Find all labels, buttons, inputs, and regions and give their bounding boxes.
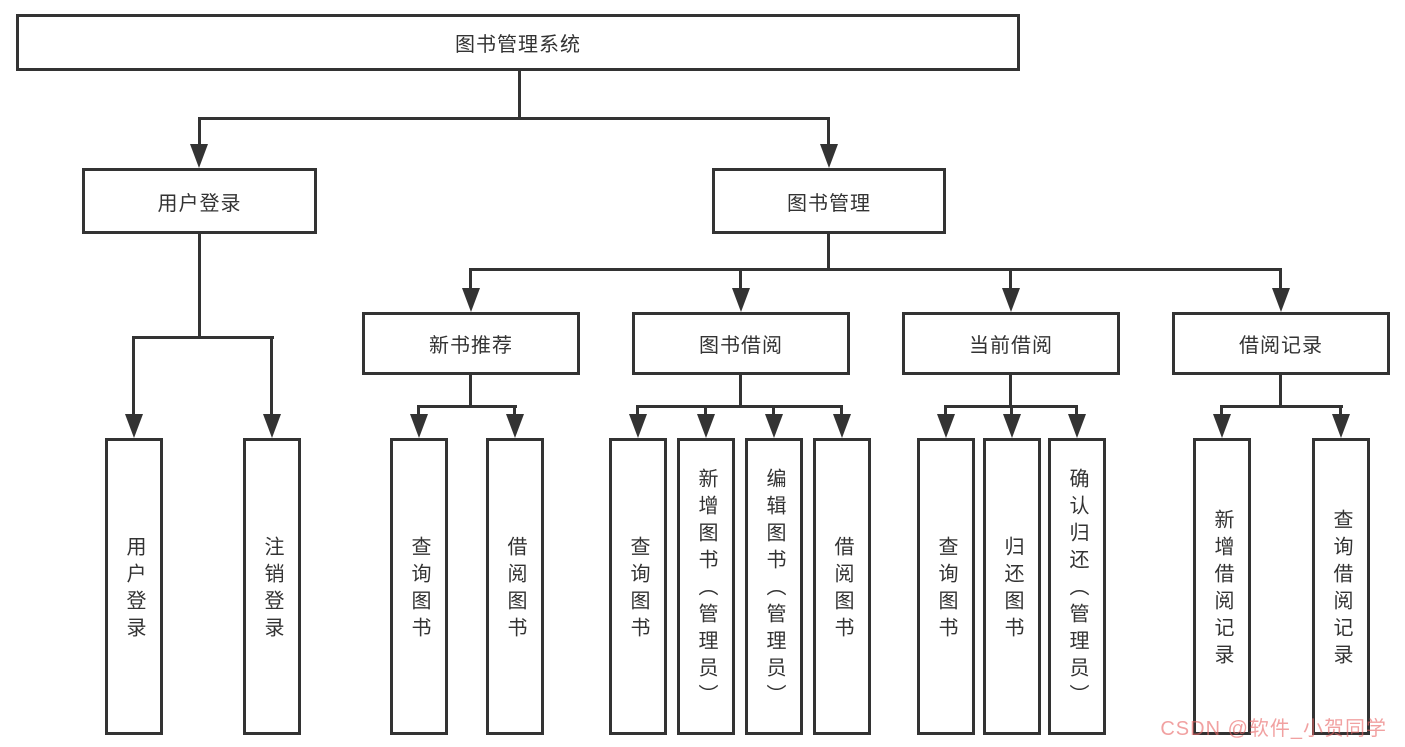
connector-drop-leaf <box>270 336 273 416</box>
csdn-watermark: CSDN @软件_小贺同学 <box>1160 718 1387 740</box>
arrow-down-icon <box>1003 414 1021 438</box>
connector-user-login-stem <box>198 234 201 339</box>
arrow-down-icon <box>506 414 524 438</box>
leaf-query-borrow-record: 查询借阅记录 <box>1312 438 1370 735</box>
connector-current-borrow-stem <box>1009 375 1012 408</box>
node-library-management-system: 图书管理系统 <box>16 14 1020 71</box>
arrow-down-icon <box>765 414 783 438</box>
leaf-add-book-admin: 新增图书（管理员） <box>677 438 735 735</box>
node-user-login: 用户登录 <box>82 168 317 234</box>
leaf-logout-login: 注销登录 <box>243 438 301 735</box>
leaf-add-borrow-record: 新增借阅记录 <box>1193 438 1251 735</box>
connector-drop-new-book <box>469 268 472 290</box>
connector-drop-book-borrow <box>739 268 742 290</box>
leaf-borrow-book: 借阅图书 <box>813 438 871 735</box>
connector-drop-leaf <box>417 405 420 416</box>
node-borrow-record: 借阅记录 <box>1172 312 1390 375</box>
arrow-down-icon <box>833 414 851 438</box>
arrow-down-icon <box>1002 288 1020 312</box>
leaf-borrow-book-recommend: 借阅图书 <box>486 438 544 735</box>
node-book-borrow: 图书借阅 <box>632 312 850 375</box>
connector-book-management-stem <box>827 234 830 271</box>
connector-borrow-record-bus <box>1220 405 1343 408</box>
connector-drop-leaf <box>772 405 775 416</box>
connector-drop-leaf <box>840 405 843 416</box>
node-book-management: 图书管理 <box>712 168 946 234</box>
leaf-return-book: 归还图书 <box>983 438 1041 735</box>
leaf-query-book-current: 查询图书 <box>917 438 975 735</box>
arrow-down-icon <box>697 414 715 438</box>
connector-level3-bus <box>470 268 1281 271</box>
connector-new-book-bus <box>418 405 517 408</box>
connector-borrow-record-stem <box>1279 375 1282 408</box>
arrow-down-icon <box>125 414 143 438</box>
connector-drop-current-borrow <box>1009 268 1012 290</box>
connector-drop-book-management <box>827 117 830 147</box>
connector-drop-leaf <box>704 405 707 416</box>
connector-drop-leaf <box>1220 405 1223 416</box>
node-current-borrow: 当前借阅 <box>902 312 1120 375</box>
connector-user-login-bus <box>132 336 274 339</box>
node-new-book-recommend: 新书推荐 <box>362 312 580 375</box>
arrow-down-icon <box>410 414 428 438</box>
connector-drop-user-login <box>198 117 201 147</box>
arrow-down-icon <box>1068 414 1086 438</box>
connector-book-borrow-stem <box>739 375 742 408</box>
connector-drop-borrow-record <box>1279 268 1282 290</box>
leaf-confirm-return-admin: 确认归还（管理员） <box>1048 438 1106 735</box>
arrow-down-icon <box>937 414 955 438</box>
leaf-edit-book-admin: 编辑图书（管理员） <box>745 438 803 735</box>
connector-drop-leaf <box>1339 405 1342 416</box>
arrow-down-icon <box>190 144 208 168</box>
connector-root-stem <box>518 71 521 120</box>
connector-new-book-stem <box>469 375 472 408</box>
connector-drop-leaf <box>636 405 639 416</box>
connector-level2-bus <box>198 117 830 120</box>
leaf-query-book-borrow: 查询图书 <box>609 438 667 735</box>
arrow-down-icon <box>820 144 838 168</box>
arrow-down-icon <box>1272 288 1290 312</box>
connector-drop-leaf <box>132 336 135 416</box>
arrow-down-icon <box>263 414 281 438</box>
arrow-down-icon <box>1332 414 1350 438</box>
arrow-down-icon <box>629 414 647 438</box>
leaf-user-login: 用户登录 <box>105 438 163 735</box>
connector-drop-leaf <box>1010 405 1013 416</box>
connector-drop-leaf <box>513 405 516 416</box>
arrow-down-icon <box>732 288 750 312</box>
connector-drop-leaf <box>944 405 947 416</box>
arrow-down-icon <box>1213 414 1231 438</box>
leaf-query-book-recommend: 查询图书 <box>390 438 448 735</box>
connector-drop-leaf <box>1075 405 1078 416</box>
connector-book-borrow-bus <box>636 405 843 408</box>
arrow-down-icon <box>462 288 480 312</box>
